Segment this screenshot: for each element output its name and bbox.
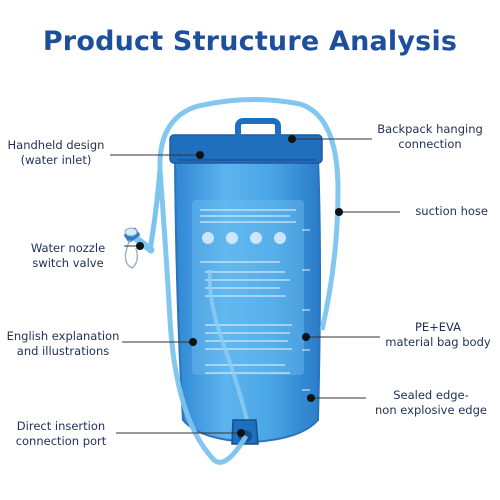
label-line: English explanation [6,329,120,343]
label-pe-eva: PE+EVA material bag body [380,320,496,350]
label-line: Direct insertion [16,419,106,433]
label-backpack-hanging: Backpack hanging connection [372,122,488,152]
label-handheld-design: Handheld design (water inlet) [4,138,108,168]
label-line: Handheld design [7,138,105,152]
label-sealed-edge: Sealed edge- non explosive edge [368,388,494,418]
label-line: PE+EVA [414,320,462,334]
volume-marks [302,229,310,391]
label-suction-hose: suction hose [402,204,488,219]
label-line: material bag body [385,335,491,349]
top-clip [169,134,323,164]
inner-tube [207,269,250,426]
label-line: Water nozzle [30,241,106,255]
suction-hose [157,96,341,465]
label-line: switch valve [32,256,104,270]
label-direct-insertion: Direct insertion connection port [8,419,114,449]
label-line: connection [398,137,462,151]
label-water-nozzle: Water nozzle switch valve [14,241,122,271]
label-line: (water inlet) [20,153,92,167]
label-line: connection port [15,434,107,448]
label-line: suction hose [415,204,488,218]
label-line: and illustrations [16,344,110,358]
label-english-explanation: English explanation and illustrations [4,329,122,359]
label-line: non explosive edge [375,403,487,417]
leader-lines [110,138,400,434]
page-title: Product Structure Analysis [42,26,458,57]
top-clip-slot [235,118,281,142]
label-line: Sealed edge- [393,388,469,402]
label-line: Backpack hanging [377,122,483,136]
callout-dots [136,135,343,437]
instruction-icons [202,232,286,244]
